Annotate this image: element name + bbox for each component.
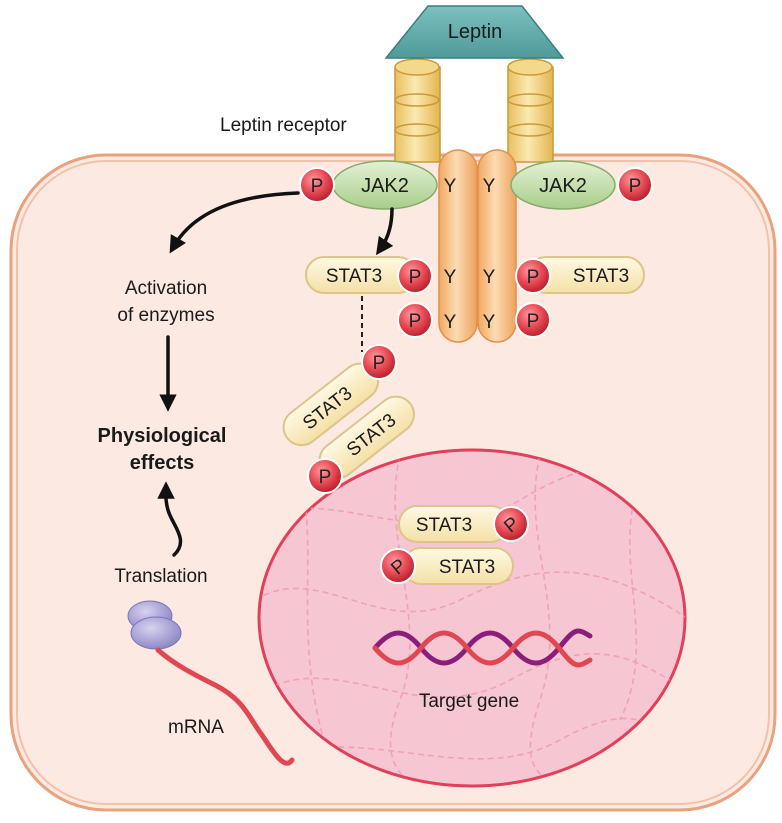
phosphate-icon: P — [493, 506, 529, 542]
jak2-left-label: JAK2 — [361, 175, 409, 197]
tyrosine-label: Y — [483, 267, 496, 288]
svg-text:P: P — [527, 267, 540, 288]
svg-text:P: P — [311, 176, 324, 197]
pathway-arrows — [157, 191, 394, 557]
leptin-label: Leptin — [448, 21, 503, 43]
mrna-label: mRNA — [168, 717, 224, 738]
physiological-effects-line2: effects — [130, 452, 194, 474]
leptin-receptor — [394, 58, 554, 343]
activation-label-line1: Activation — [125, 278, 207, 299]
tyrosine-label: Y — [483, 312, 496, 333]
target-gene-label: Target gene — [419, 691, 519, 712]
receptor-left-cylinder — [394, 58, 441, 163]
nucleus — [257, 448, 687, 788]
tyrosine-label: Y — [444, 312, 457, 333]
jak2-right-label: JAK2 — [539, 175, 587, 197]
svg-text:P: P — [373, 353, 386, 374]
svg-text:P: P — [629, 176, 642, 197]
leptin-ligand: Leptin — [384, 5, 565, 59]
svg-text:P: P — [409, 267, 422, 288]
jak2-left: JAK2 — [332, 160, 438, 210]
jak2-right: JAK2 — [510, 160, 616, 210]
mrna-strand-icon — [155, 647, 295, 766]
svg-text:P: P — [409, 311, 422, 332]
ribosome-icon — [127, 600, 182, 650]
dna-helix-icon — [372, 628, 593, 668]
stat3-nuclear-bottom-label: STAT3 — [439, 557, 495, 578]
activation-label-line2: of enzymes — [117, 305, 214, 326]
phosphate-icon: P — [617, 167, 653, 203]
phosphate-icon: P — [299, 167, 335, 203]
arrow-jak2-to-enzymes — [169, 191, 300, 254]
phosphate-icon: P — [515, 258, 551, 294]
arrow-translation-to-effects — [157, 481, 183, 557]
translation-label: Translation — [114, 566, 207, 587]
physiological-effects-line1: Physiological — [98, 425, 227, 447]
stat3-nuclear-top-label: STAT3 — [416, 515, 472, 536]
stat3-left-label: STAT3 — [326, 266, 382, 287]
phosphate-icon: P — [361, 344, 397, 380]
tyrosine-residues: Y Y Y Y Y Y — [444, 176, 496, 333]
tyrosine-label: Y — [483, 176, 496, 197]
nuclear-stat3-dimer: STAT3 P STAT3 P — [380, 505, 529, 585]
arrow-jak2-to-stat3 — [375, 207, 394, 256]
receptor-right-cylinder — [507, 58, 554, 163]
stat3-right-label: STAT3 — [573, 266, 629, 287]
stat3-docked-left: STAT3 — [305, 256, 417, 294]
receptor-transmembrane-right — [477, 149, 517, 343]
phosphate-icon: P — [515, 302, 551, 338]
receptor-transmembrane-left — [438, 149, 478, 343]
svg-text:P: P — [527, 311, 540, 332]
phosphate-icon: P — [380, 548, 416, 584]
phosphate-icon: P — [397, 302, 433, 338]
phosphate-icon: P — [307, 458, 343, 494]
phosphate-icon: P — [397, 258, 433, 294]
svg-text:P: P — [319, 467, 332, 488]
tyrosine-label: Y — [444, 267, 457, 288]
leptin-receptor-label: Leptin receptor — [220, 115, 347, 136]
tyrosine-label: Y — [444, 176, 457, 197]
